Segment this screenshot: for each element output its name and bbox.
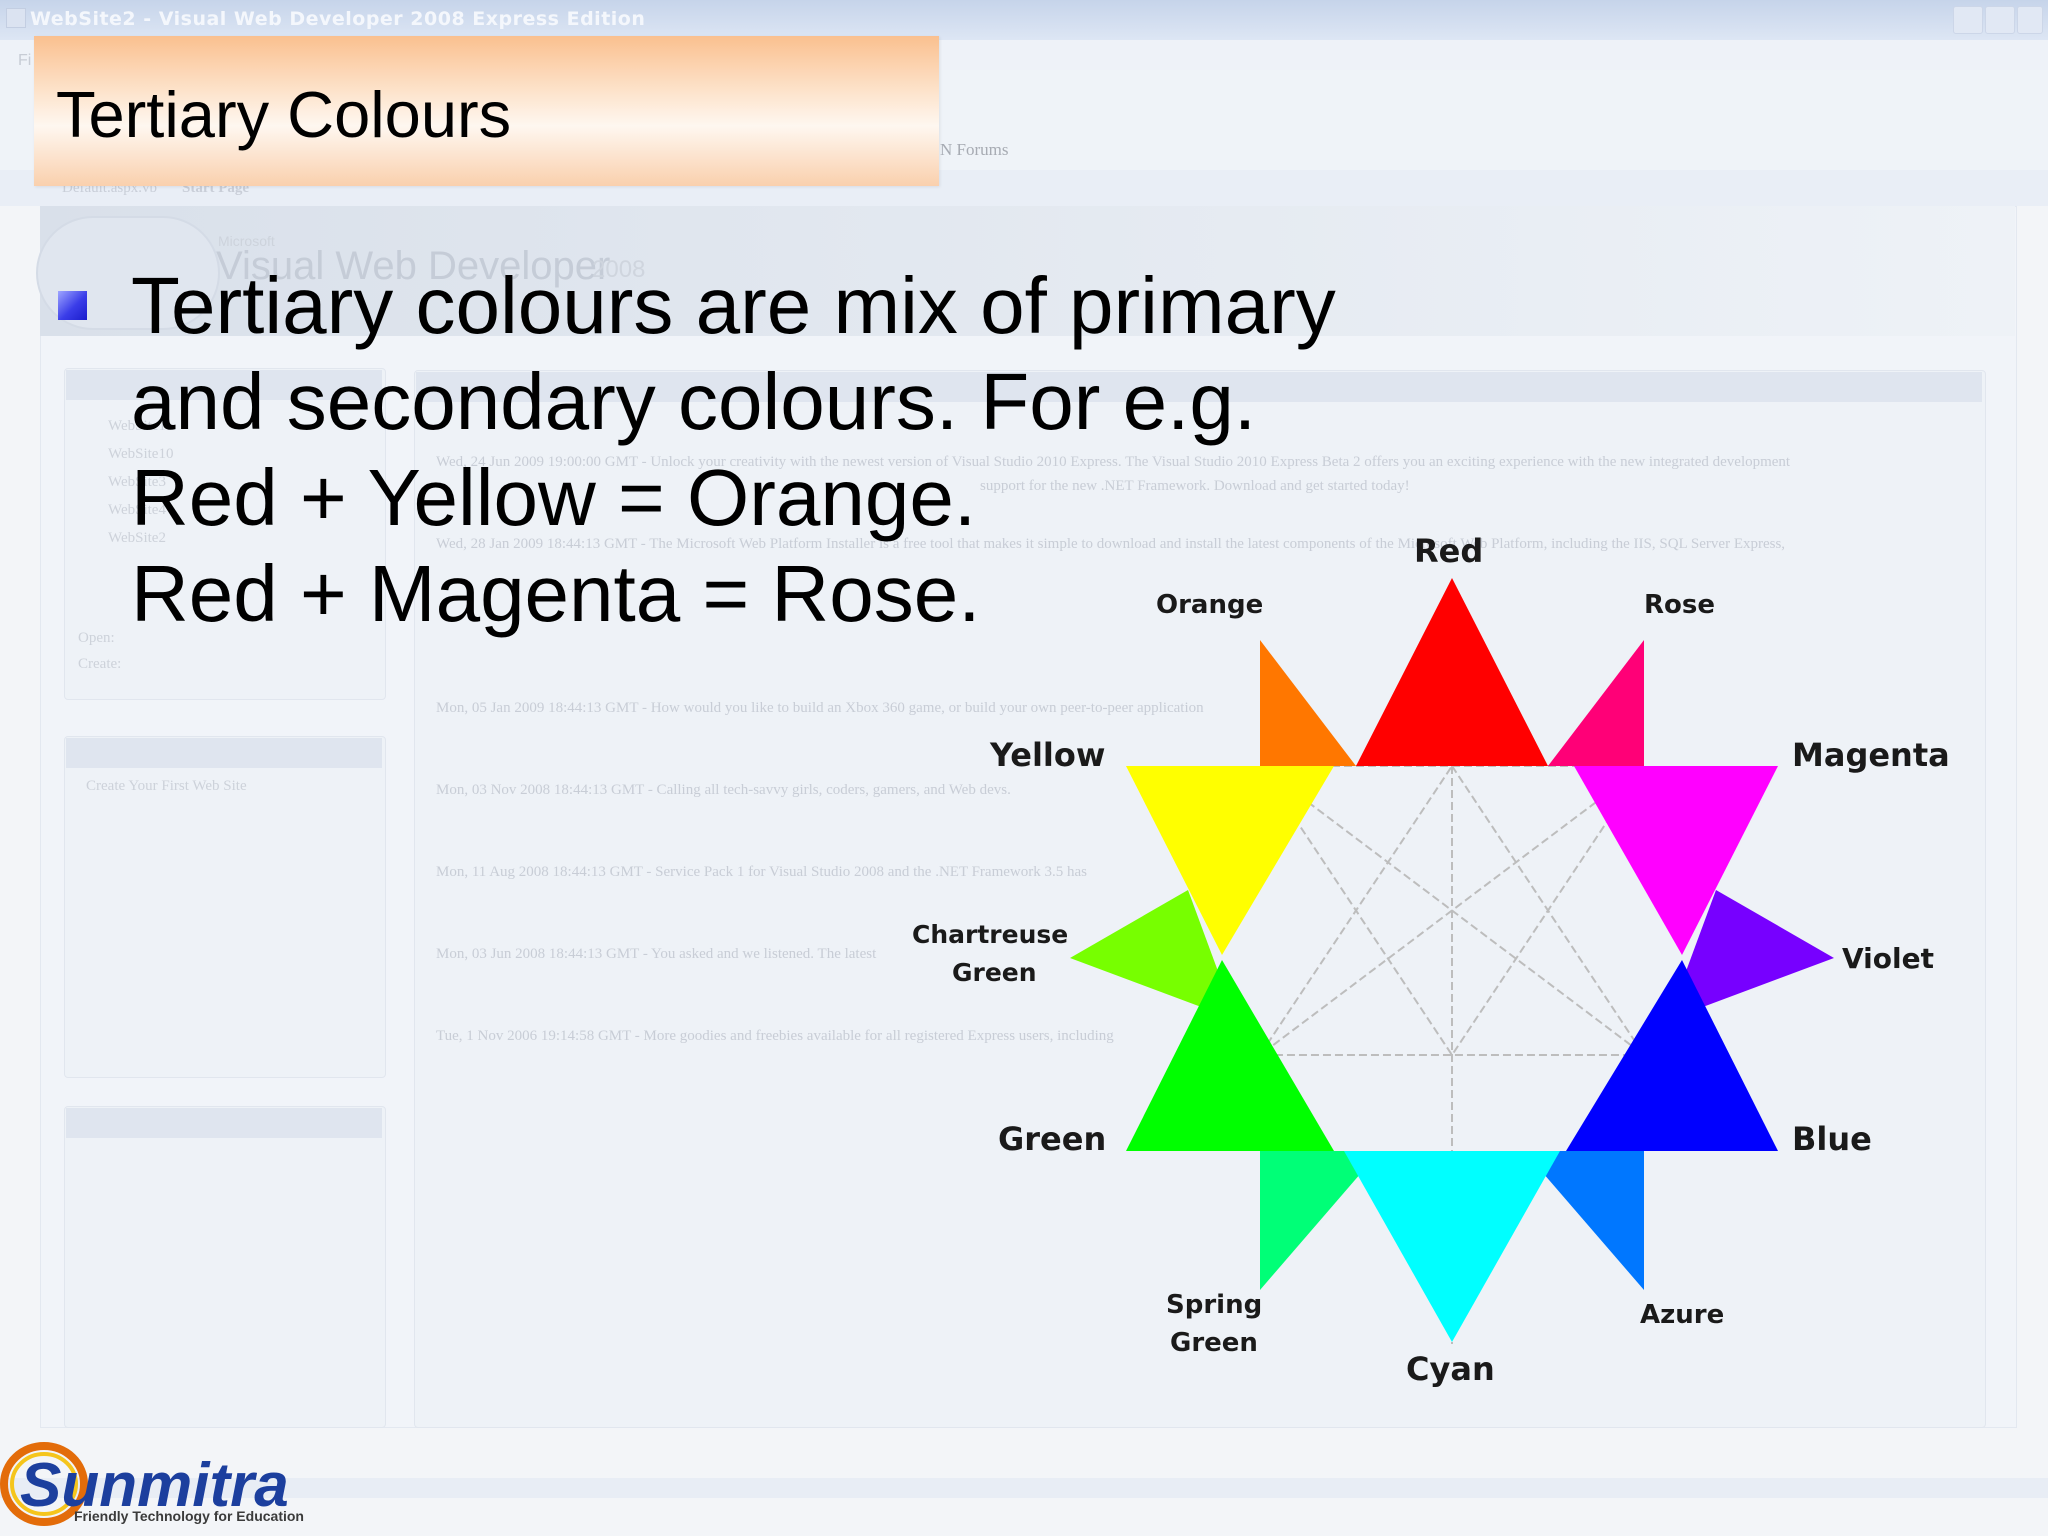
minimize-button[interactable]	[1953, 6, 1983, 34]
label-magenta: Magenta	[1792, 736, 1950, 774]
toolbar-forums-link[interactable]: N Forums	[940, 140, 1009, 159]
bullet-line: Red + Magenta = Rose.	[131, 549, 981, 638]
label-orange: Orange	[1156, 590, 1264, 620]
label-chartreuse-line-2: Green	[952, 958, 1037, 987]
logo-tagline: Friendly Technology for Education	[74, 1508, 304, 1524]
recent-project-item[interactable]: WebSite1	[108, 418, 166, 434]
feed-item-continued: support for the new .NET Framework. Down…	[980, 478, 1410, 494]
feed-item: Mon, 03 Jun 2008 18:44:13 GMT - You aske…	[436, 946, 877, 962]
label-blue: Blue	[1792, 1120, 1872, 1158]
create-project-link[interactable]: Create:	[78, 656, 122, 672]
close-button[interactable]	[2017, 6, 2043, 34]
start-page-banner	[40, 206, 2015, 336]
ide-window-title: WebSite2 - Visual Web Developer 2008 Exp…	[30, 8, 646, 30]
bullet-line: Tertiary colours are mix of primary	[131, 261, 1336, 350]
getting-started-header	[66, 738, 382, 768]
label-chartreuse-line-1: Chartreuse	[912, 920, 1069, 949]
label-azure: Azure	[1640, 1300, 1725, 1330]
ide-app-icon	[6, 8, 26, 28]
label-violet: Violet	[1842, 942, 1934, 975]
label-rose: Rose	[1644, 590, 1715, 620]
orange-triangle	[1260, 640, 1356, 766]
feed-item: Mon, 11 Aug 2008 18:44:13 GMT - Service …	[436, 864, 1087, 880]
spring-green-triangle	[1260, 1151, 1380, 1290]
yellow-triangle	[1126, 766, 1334, 955]
logo-brand-text: Sunmitra	[20, 1451, 289, 1520]
magenta-triangle	[1574, 766, 1778, 955]
rose-triangle	[1548, 640, 1644, 766]
bullet-square-icon	[58, 291, 87, 320]
feed-item: Mon, 05 Jan 2009 18:44:13 GMT - How woul…	[436, 700, 1204, 716]
recent-project-item[interactable]: WebSite10	[108, 446, 174, 462]
azure-triangle	[1524, 1151, 1644, 1290]
recent-project-item[interactable]: WebSite3	[108, 474, 166, 490]
recent-project-item[interactable]: WebSite2	[108, 530, 166, 546]
chartreuse-triangle	[1070, 890, 1236, 1020]
ide-title-bar	[0, 0, 2048, 40]
getting-started-link[interactable]: Create Your First Web Site	[86, 778, 247, 794]
feed-item: Mon, 03 Nov 2008 18:44:13 GMT - Calling …	[436, 782, 1011, 798]
headlines-panel	[64, 1106, 386, 1428]
violet-triangle	[1668, 890, 1834, 1020]
slide-title-box	[34, 36, 939, 186]
ide-status-bar	[0, 1478, 2048, 1498]
vwd-vendor: Microsoft	[218, 233, 275, 249]
open-project-link[interactable]: Open:	[78, 630, 115, 646]
wheel-guide-lines	[1258, 764, 1646, 1344]
slide-title: Tertiary Colours	[56, 78, 512, 151]
feed-item: Wed, 28 Jan 2009 18:44:13 GMT - The Micr…	[436, 536, 1786, 552]
maximize-button[interactable]	[1985, 6, 2015, 34]
bullet-line: Red + Yellow = Orange.	[131, 453, 977, 542]
label-red: Red	[1414, 532, 1484, 570]
headlines-header	[66, 1108, 382, 1138]
vwd-product-year: 2008	[592, 256, 646, 283]
label-yellow: Yellow	[990, 736, 1106, 774]
label-spring-green-line-2: Green	[1170, 1328, 1258, 1358]
recent-projects-panel	[64, 368, 386, 700]
label-spring-green-line-1: Spring	[1166, 1290, 1263, 1320]
recent-project-item[interactable]: WebSite4	[108, 502, 166, 518]
feed-item: Tue, 1 Nov 2006 19:14:58 GMT - More good…	[436, 1028, 1114, 1044]
label-green: Green	[998, 1120, 1107, 1158]
recent-projects-header	[66, 370, 382, 400]
bullet-text: Tertiary colours are mix of primary and …	[131, 258, 1336, 642]
blue-triangle	[1566, 960, 1778, 1151]
green-triangle	[1126, 960, 1334, 1151]
red-triangle	[1356, 578, 1548, 766]
getting-started-panel	[64, 736, 386, 1078]
feed-item: Wed, 24 Jun 2009 19:00:00 GMT - Unlock y…	[436, 454, 1791, 470]
news-feed-header	[416, 372, 1982, 402]
sunmitra-logo: Sunmitra	[0, 1442, 289, 1526]
bullet-line: and secondary colours. For e.g.	[131, 357, 1257, 446]
vwd-product-name: Visual Web Developer	[216, 244, 611, 288]
label-cyan: Cyan	[1406, 1350, 1495, 1388]
cyan-triangle	[1344, 1151, 1560, 1342]
menu-file[interactable]: Fi	[18, 52, 32, 69]
